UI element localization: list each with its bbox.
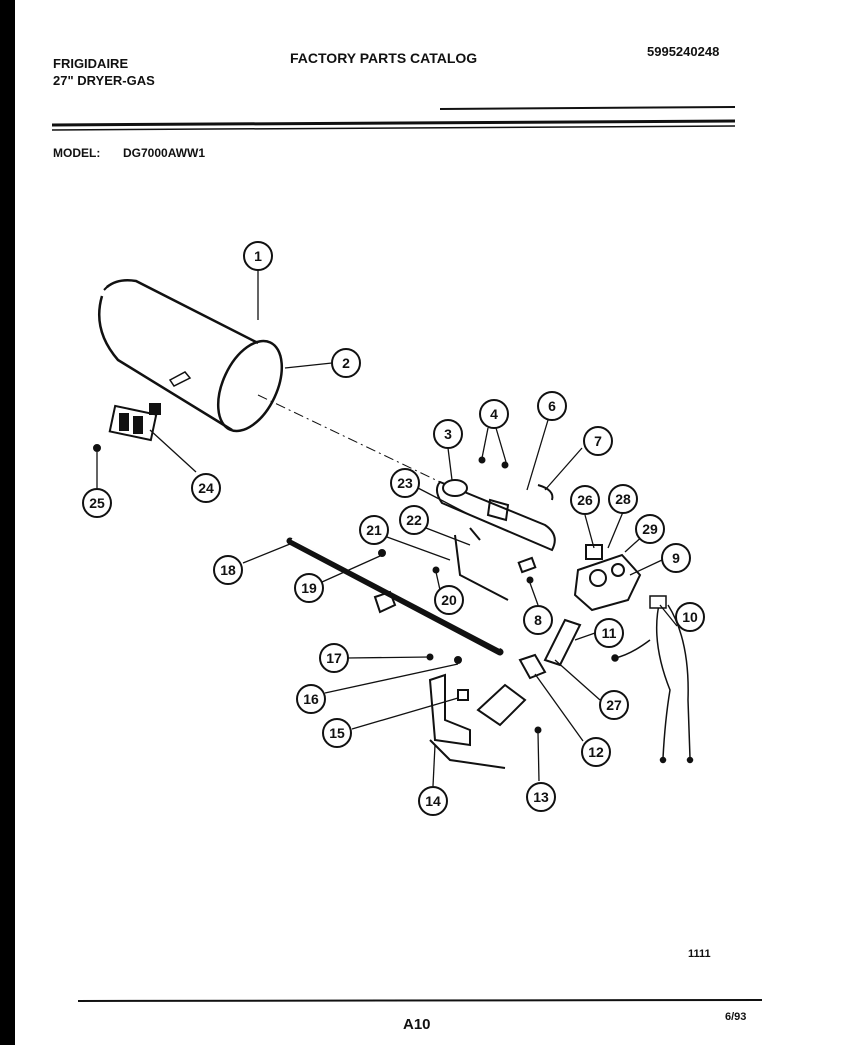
callout-circle xyxy=(661,543,691,573)
callout-circle xyxy=(594,618,624,648)
callout-circle xyxy=(399,505,429,535)
catalog-title: FACTORY PARTS CATALOG xyxy=(290,50,478,66)
callout-label: 21 xyxy=(366,522,382,538)
callout-label: 26 xyxy=(577,492,593,508)
callout-circle xyxy=(191,473,221,503)
footer-rule xyxy=(77,999,763,1002)
callout-label: 23 xyxy=(397,475,413,491)
callout-circle xyxy=(434,585,464,615)
callout-label: 11 xyxy=(602,625,617,641)
callout-label: 17 xyxy=(326,650,342,666)
header-rules xyxy=(51,106,736,131)
catalog-number: 5995240248 xyxy=(647,44,720,59)
ignitor-part xyxy=(93,403,161,452)
catalog-page: FRIGIDAIRE 27" DRYER-GAS FACTORY PARTS C… xyxy=(15,0,864,1045)
callout-label: 1 xyxy=(254,248,262,264)
callout-circle xyxy=(526,782,556,812)
callout-circle xyxy=(583,426,613,456)
drum-part xyxy=(98,279,284,433)
product-name: 27" DRYER-GAS xyxy=(53,73,155,88)
clip-part xyxy=(373,527,509,614)
callout-label: 14 xyxy=(425,793,441,809)
callout-label: 2 xyxy=(342,355,350,371)
callout-label: 27 xyxy=(606,697,622,713)
callout-circle xyxy=(418,786,448,816)
callout-label: 10 xyxy=(682,609,698,625)
callout-label: 19 xyxy=(301,580,317,596)
callout-label: 3 xyxy=(444,426,452,442)
callout-label: 22 xyxy=(406,512,422,528)
print-date: 6/93 xyxy=(725,1011,747,1023)
callout-label: 4 xyxy=(490,406,498,422)
callout-label: 24 xyxy=(198,480,214,496)
callout-circle xyxy=(599,690,629,720)
model-label: MODEL: xyxy=(53,146,101,160)
brand-name: FRIGIDAIRE xyxy=(53,56,129,71)
callout-label: 18 xyxy=(220,562,236,578)
callout-circle xyxy=(322,718,352,748)
callout-circle xyxy=(213,555,243,585)
callout-circle xyxy=(294,573,324,603)
callout-label: 8 xyxy=(534,612,542,628)
callout-circle xyxy=(319,643,349,673)
callout-label: 12 xyxy=(588,744,604,760)
callout-label: 9 xyxy=(672,550,680,566)
callout-circle xyxy=(82,488,112,518)
callout-circle xyxy=(570,485,600,515)
callout-circle xyxy=(479,399,509,429)
callout-circle xyxy=(296,684,326,714)
model-number: DG7000AWW1 xyxy=(123,146,206,160)
callout-label: 29 xyxy=(642,521,658,537)
callout-circle xyxy=(581,737,611,767)
callout-circle xyxy=(331,348,361,378)
callout-circle xyxy=(433,419,463,449)
rod-part xyxy=(286,537,504,656)
callout-label: 25 xyxy=(89,495,105,511)
callout-circle xyxy=(390,468,420,498)
callout-label: 7 xyxy=(594,433,602,449)
callout-circle xyxy=(675,602,705,632)
alignment-line xyxy=(257,394,441,483)
leader-lines xyxy=(96,270,678,787)
callout-label: 13 xyxy=(533,789,549,805)
page-code: A10 xyxy=(403,1016,431,1033)
callout-label: 15 xyxy=(329,725,345,741)
drawing-number: 1111 xyxy=(688,948,711,960)
callout-circle xyxy=(608,484,638,514)
callout-circle xyxy=(537,391,567,421)
callout-circle xyxy=(523,605,553,635)
rod-highlight xyxy=(291,538,501,649)
callout-circle xyxy=(243,241,273,271)
gas-valve-part xyxy=(573,544,642,612)
callout-label: 6 xyxy=(548,398,556,414)
callout-label: 28 xyxy=(615,491,631,507)
bracket-part xyxy=(426,653,542,769)
callout-circle xyxy=(635,514,665,544)
burner-part xyxy=(436,456,556,584)
callout-label: 16 xyxy=(303,691,319,707)
callout-circle xyxy=(359,515,389,545)
callout-label: 20 xyxy=(441,592,457,608)
